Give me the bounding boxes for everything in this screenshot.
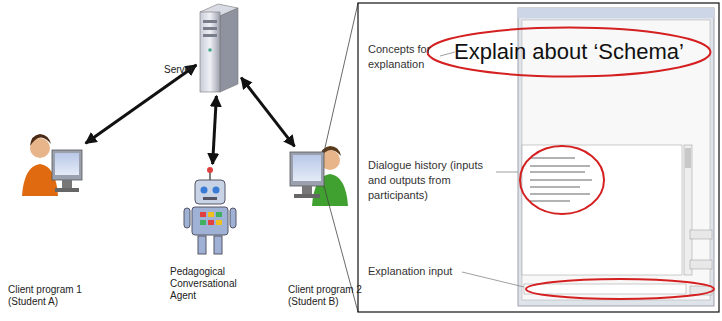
concept-ellipse: Explain about ‘Schema’ — [426, 26, 712, 78]
node-label: Client program 2 (Student B) — [288, 284, 384, 308]
node-label: Server — [164, 64, 198, 76]
zoom-panel — [358, 3, 719, 312]
node-label: Client program 1 (Student A) — [8, 284, 104, 308]
robot-icon — [184, 167, 236, 254]
callout-label: Concepts for explanation — [368, 42, 458, 72]
leader-line — [440, 52, 455, 56]
leader-line — [462, 272, 524, 287]
agent-node: Pedagogical Conversational Agent — [182, 166, 238, 256]
server-icon — [200, 4, 238, 92]
connector-arrow — [213, 96, 217, 164]
student-b-icon — [290, 146, 348, 206]
concept-text: Explain about ‘Schema’ — [454, 39, 684, 65]
connector-arrow — [241, 78, 294, 147]
student-a-icon — [22, 134, 82, 196]
node-label: Pedagogical Conversational Agent — [170, 266, 250, 302]
leader-line — [496, 172, 518, 173]
connector-arrow — [86, 65, 197, 143]
server-node: Server — [198, 4, 240, 94]
client-node: Client program 1 (Student A) — [20, 136, 84, 198]
callout-label: Explanation input — [368, 264, 468, 279]
callout-label: Dialogue history (inputs and outputs fro… — [368, 158, 494, 203]
zoom-line — [324, 3, 358, 152]
client-node: Client program 2 (Student B) — [288, 148, 350, 208]
